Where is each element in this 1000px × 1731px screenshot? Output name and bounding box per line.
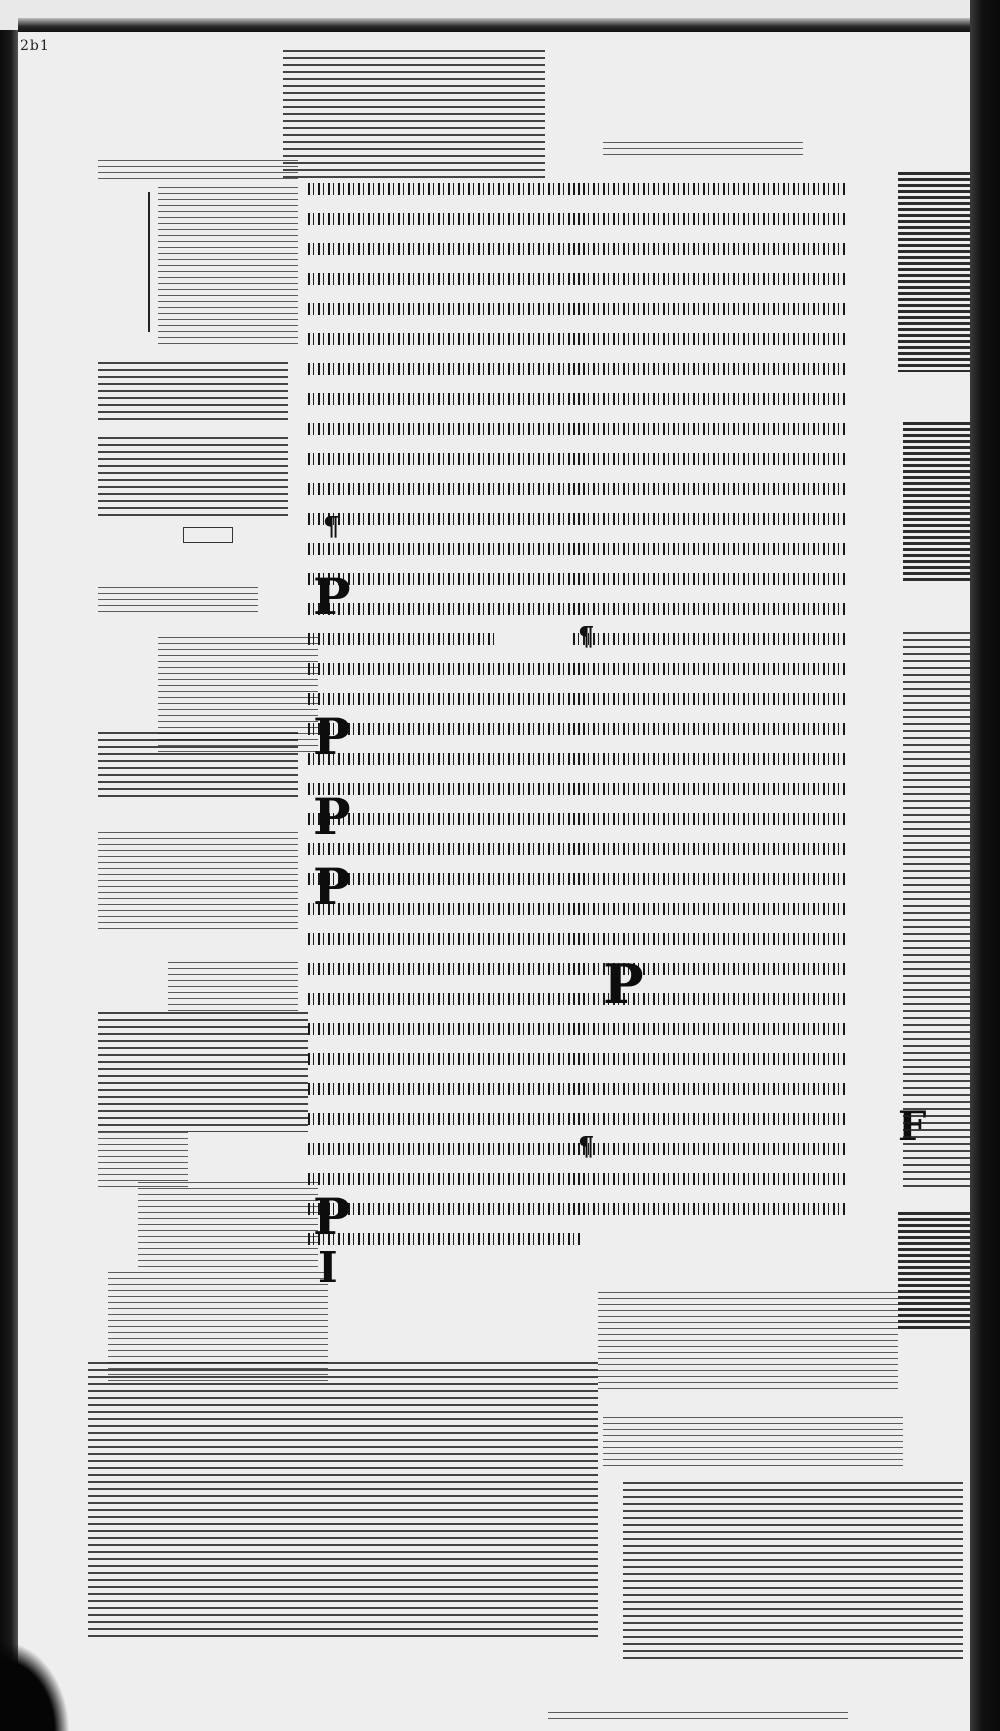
left-margin-gloss-11	[138, 1182, 318, 1272]
film-edge-left	[0, 30, 18, 1731]
left-margin-bracket-1	[148, 192, 150, 332]
initial-letter: P	[313, 1187, 351, 1246]
interlinear-note	[598, 1292, 898, 1392]
film-edge-corner	[0, 1640, 70, 1731]
initial-letter: P	[313, 787, 351, 846]
initial-letter: P	[313, 567, 351, 626]
paragraph-mark: ¶	[578, 622, 595, 652]
left-margin-gloss-4	[98, 587, 258, 617]
manuscript-page: P P P P P P I F ¶ ¶ ¶	[18, 32, 970, 1731]
film-edge-right	[970, 0, 1000, 1731]
initial-letter: P	[313, 857, 351, 916]
left-margin-gloss-1	[158, 187, 298, 347]
folio-number: 2b1	[20, 38, 50, 54]
paragraph-mark: ¶	[323, 512, 340, 542]
top-right-note	[603, 142, 803, 158]
footer-scribble	[548, 1712, 848, 1722]
left-margin-gloss-8	[168, 962, 298, 1012]
top-gloss	[283, 50, 545, 178]
right-margin-gloss-4	[898, 1212, 970, 1332]
initial-letter: I	[318, 1243, 338, 1292]
interlinear-note-2	[603, 1417, 903, 1467]
film-edge-top	[18, 18, 970, 32]
right-margin-gloss-3	[903, 632, 970, 1192]
bottom-gloss-left	[88, 1362, 598, 1642]
right-margin-gloss-1	[898, 172, 970, 372]
left-margin-gloss-9	[98, 1012, 308, 1132]
initial-letter: P	[313, 707, 351, 766]
bottom-gloss-right	[623, 1482, 963, 1662]
right-margin-gloss-2	[903, 422, 970, 582]
left-margin-gloss-6	[98, 732, 298, 802]
left-margin-gloss-3	[98, 437, 288, 517]
text-column-a	[308, 172, 580, 1252]
text-column-b	[573, 172, 848, 1222]
top-left-note	[98, 160, 298, 182]
left-margin-rubric	[183, 527, 233, 543]
left-margin-gloss-7	[98, 832, 298, 932]
paragraph-mark: ¶	[578, 1132, 595, 1162]
initial-letter: P	[603, 952, 644, 1016]
left-margin-gloss-2	[98, 362, 288, 422]
